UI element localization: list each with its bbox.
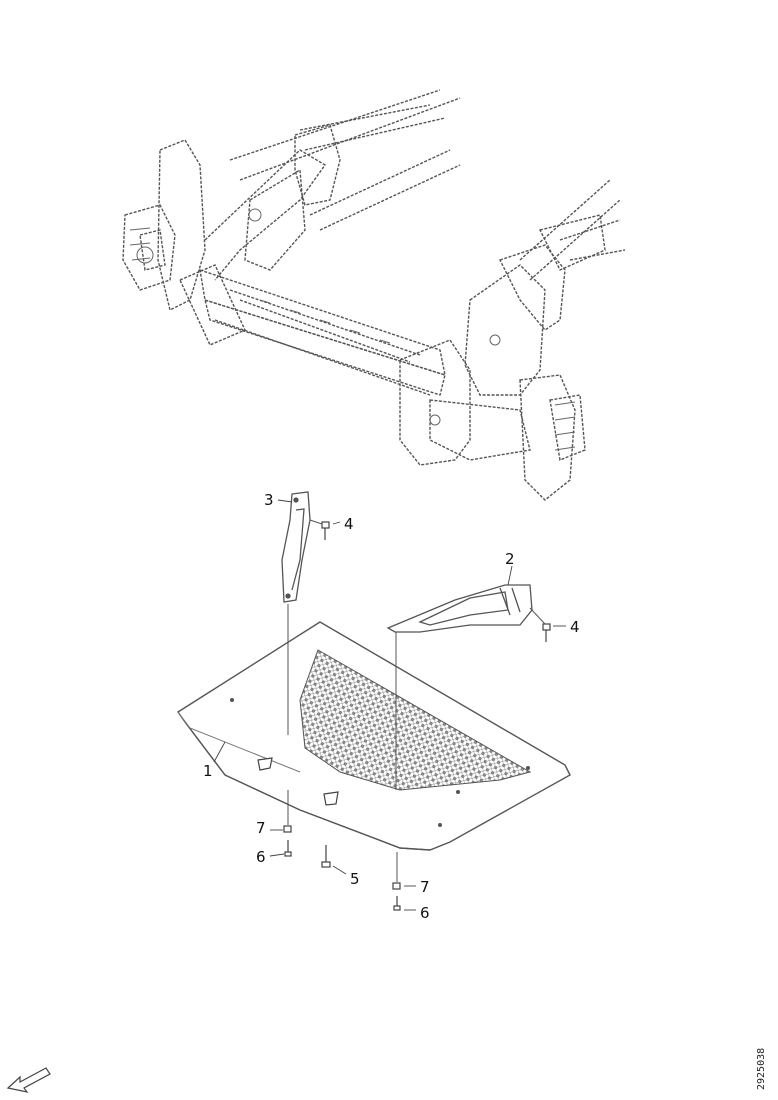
under-tray-shield bbox=[177, 621, 571, 851]
callout-5: 5 bbox=[350, 870, 360, 888]
fastener-clip-7-right bbox=[392, 882, 401, 890]
callout-6-right: 6 bbox=[420, 904, 430, 922]
frame-detail-marks bbox=[129, 208, 576, 451]
front-frame-assembly bbox=[122, 89, 626, 501]
callout-4-left: 4 bbox=[344, 515, 354, 533]
callout-7-left: 7 bbox=[256, 819, 266, 837]
shield-mesh-grille bbox=[299, 649, 532, 791]
fastener-screw-6-left bbox=[284, 840, 292, 857]
reference-code: 2925038 bbox=[756, 1048, 767, 1091]
shield-clip-center bbox=[323, 791, 339, 806]
fastener-bolt-5 bbox=[321, 845, 331, 868]
callout-3: 3 bbox=[264, 491, 274, 509]
callout-leaders bbox=[213, 499, 566, 911]
callout-2: 2 bbox=[505, 550, 515, 568]
left-bracket bbox=[281, 491, 311, 603]
fastener-bolt-4-left bbox=[321, 521, 330, 540]
fastener-clip-7-left bbox=[283, 825, 292, 833]
fastener-bolt-4-right bbox=[542, 623, 551, 642]
assembly-guide-lines bbox=[287, 519, 546, 882]
front-direction-arrow-icon bbox=[6, 1067, 51, 1093]
fastener-screw-6-right bbox=[393, 896, 401, 911]
callout-7-right: 7 bbox=[420, 878, 430, 896]
callout-1: 1 bbox=[203, 762, 213, 780]
callout-6-left: 6 bbox=[256, 848, 266, 866]
right-bracket bbox=[386, 584, 533, 633]
shield-clip-left bbox=[257, 757, 273, 771]
callout-4-right: 4 bbox=[570, 618, 580, 636]
